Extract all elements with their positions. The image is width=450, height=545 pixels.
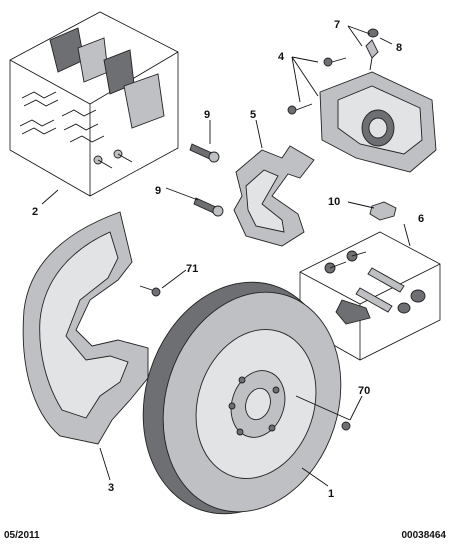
bleed-screw: [365, 39, 379, 71]
callout-7: 7: [334, 19, 340, 31]
bracket-clip: [369, 201, 397, 221]
dust-shield: [22, 211, 149, 445]
brake-disc: [142, 281, 342, 515]
callout-10: 10: [328, 196, 340, 208]
guide-pins: [324, 250, 426, 325]
bracket-bolts: [189, 143, 224, 217]
disc-screw: [341, 421, 351, 431]
shield-bolt: [139, 285, 161, 297]
brake-pads: [49, 27, 165, 129]
callout-9-upper: 9: [204, 109, 210, 121]
bleed-cap: [367, 28, 379, 38]
callout-8: 8: [396, 42, 402, 54]
pad-kit-box: [9, 11, 179, 197]
callout-71: 71: [186, 263, 198, 275]
callout-5: 5: [250, 109, 256, 121]
callout-9-lower: 9: [155, 185, 161, 197]
leader-lines: [41, 25, 411, 487]
pad-clips: [19, 91, 105, 143]
callout-3: 3: [108, 482, 114, 494]
callout-4: 4: [278, 51, 285, 63]
brake-caliper: [319, 71, 437, 173]
footer-reference: 00038464: [401, 530, 447, 541]
footer-date: 05/2011: [4, 530, 40, 541]
callout-70: 70: [358, 385, 370, 397]
callout-2: 2: [32, 206, 38, 218]
callout-6: 6: [418, 213, 424, 225]
caliper-bracket: [233, 145, 315, 247]
caliper-bolts: [287, 57, 347, 115]
callout-1: 1: [328, 488, 334, 500]
pad-bolts: [93, 149, 133, 169]
